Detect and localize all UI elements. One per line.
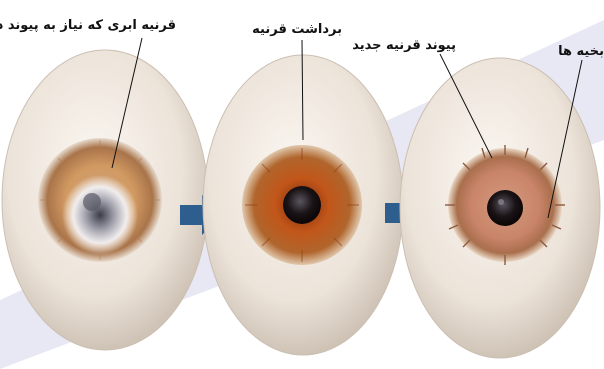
label-sutures: بخیه ها <box>558 44 604 60</box>
grafted-cornea-eye-icon <box>400 58 600 358</box>
step-label-new-graft: پیوند قرنیه جدید <box>352 38 456 54</box>
step-label-cornea-removal: برداشت قرنیه <box>252 22 342 38</box>
step-label-cloudy-cornea: قرنیه ابری که نیاز به پیوند دارد <box>0 18 176 34</box>
cloudy-cornea-eye-icon <box>2 50 208 350</box>
